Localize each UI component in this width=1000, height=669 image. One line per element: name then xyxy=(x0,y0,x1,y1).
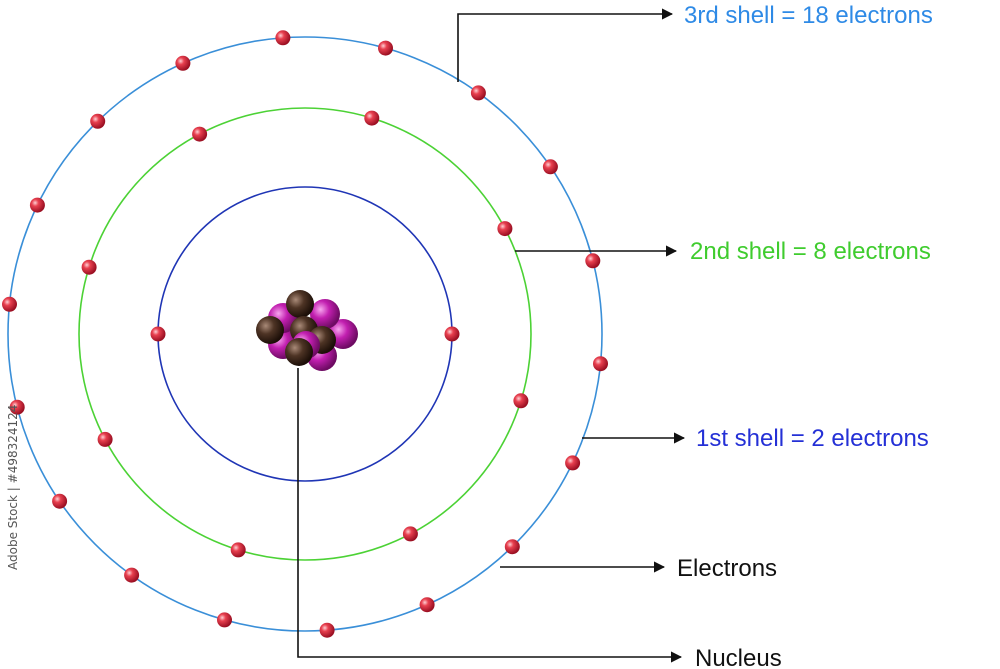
electron-shell-3 xyxy=(504,539,520,555)
electron-shell-2 xyxy=(497,221,513,237)
neutron xyxy=(256,316,284,344)
electron-shell-3 xyxy=(593,356,608,372)
label-leaders xyxy=(297,8,686,663)
shell-2-label: 2nd shell = 8 electrons xyxy=(690,238,931,265)
electron-shell-2 xyxy=(513,393,529,409)
shell-3-leader xyxy=(457,8,674,82)
nucleus-label: Nucleus xyxy=(695,645,782,669)
electron-shell-3 xyxy=(470,85,486,101)
electron-shell-3 xyxy=(52,493,68,509)
electrons-label: Electrons xyxy=(677,555,777,582)
electron-shell-2 xyxy=(230,542,246,558)
electron-shell-3 xyxy=(565,455,581,471)
electron-shell-3 xyxy=(319,622,335,638)
nucleus xyxy=(256,290,358,371)
watermark: Adobe Stock | #498324124 xyxy=(6,404,20,570)
electron-shell-3 xyxy=(542,159,558,175)
neutron xyxy=(286,290,314,318)
electron-shell-1 xyxy=(444,326,460,342)
shell-2-orbit xyxy=(78,107,532,561)
electron-shell-3 xyxy=(29,197,45,213)
electron-shell-3 xyxy=(175,55,191,71)
electron-shell-1 xyxy=(150,326,166,342)
shell-1-label: 1st shell = 2 electrons xyxy=(696,425,929,452)
electron-shell-2 xyxy=(364,110,380,126)
nucleus-leader xyxy=(297,368,683,663)
electron-shell-3 xyxy=(217,612,232,628)
electron-shell-3 xyxy=(378,40,393,56)
electrons-group xyxy=(2,30,608,638)
electron-shell-3 xyxy=(275,30,291,46)
shell-3-orbit xyxy=(7,36,603,632)
electron-shell-3 xyxy=(2,296,17,312)
proton xyxy=(310,299,340,329)
electron-shell-3 xyxy=(585,253,601,269)
electron-shell-2 xyxy=(192,126,208,142)
electron-shell-2 xyxy=(402,526,418,542)
shell-3-label: 3rd shell = 18 electrons xyxy=(684,2,933,29)
electron-shell-2 xyxy=(81,259,97,275)
electron-shell-3 xyxy=(90,113,106,129)
electron-shell-3 xyxy=(419,597,435,613)
electron-shell-3 xyxy=(124,567,140,583)
electron-shell-2 xyxy=(97,431,113,447)
neutron xyxy=(285,338,313,366)
electron-shell-3 xyxy=(9,399,25,415)
